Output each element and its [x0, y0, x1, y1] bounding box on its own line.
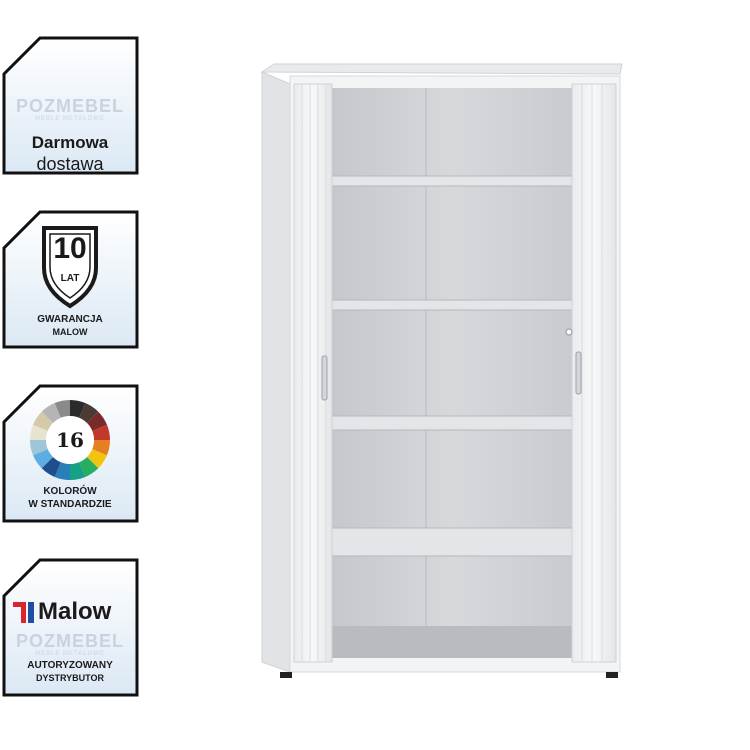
color-swatch: [30, 424, 48, 440]
warranty-badge: 10 LAT GWARANCJA MALOW: [0, 210, 140, 350]
color-swatch: [54, 462, 70, 480]
color-swatch: [86, 411, 107, 431]
warranty-line2: MALOW: [52, 327, 88, 337]
color-swatch: [92, 424, 110, 440]
badge-frame: [2, 36, 139, 175]
distributor-line1: AUTORYZOWANY: [27, 660, 113, 671]
badge-frame: [2, 558, 139, 697]
color-swatch: [54, 400, 70, 418]
color-swatch: [33, 449, 54, 469]
pozmebel-watermark: POZMEBEL: [15, 631, 124, 651]
colors-line1: KOLORÓW: [43, 486, 97, 497]
color-swatch: [86, 449, 107, 469]
warranty-line1: GWARANCJA: [37, 314, 103, 325]
color-swatch: [79, 403, 99, 424]
delivery-line2: dostawa: [36, 154, 104, 174]
delivery-line1: Darmowa: [31, 133, 109, 152]
malow-logo-icon: [13, 602, 34, 623]
color-swatch: [92, 440, 110, 456]
warranty-unit: LAT: [60, 273, 80, 284]
left-handle: [321, 355, 328, 401]
distributor-line2: DYSTRYBUTOR: [35, 673, 104, 683]
color-swatch: [41, 456, 61, 477]
distributor-badge: Malow POZMEBEL MEBLE METALOWE AUTORYZOWA…: [0, 558, 140, 698]
pozmebel-watermark-sub: MEBLE METALOWE: [35, 116, 105, 122]
colors-badge: 16 KOLORÓW W STANDARDZIE: [0, 384, 140, 524]
color-swatch: [70, 400, 86, 418]
color-swatch: [30, 440, 48, 456]
colors-line2: W STANDARDZIE: [28, 499, 112, 510]
color-swatch: [33, 411, 54, 431]
color-swatch: [41, 403, 61, 424]
tambour-cabinet-image: [260, 63, 623, 678]
pozmebel-watermark-sub: MEBLE METALOWE: [35, 651, 105, 657]
right-handle: [575, 351, 582, 395]
badge-frame: [2, 210, 139, 349]
pozmebel-watermark: POZMEBEL: [15, 96, 124, 116]
shelves: [331, 175, 573, 557]
color-swatch: [70, 462, 86, 480]
colors-count: 16: [56, 428, 84, 452]
color-wheel-icon: [30, 400, 110, 480]
lock-icon: [565, 328, 573, 336]
malow-brand: Malow: [38, 598, 112, 625]
badge-frame: [2, 384, 139, 523]
warranty-years: 10: [53, 232, 87, 265]
free-delivery-badge: POZMEBEL MEBLE METALOWE Darmowa dostawa: [0, 36, 140, 176]
color-swatch: [79, 456, 99, 477]
